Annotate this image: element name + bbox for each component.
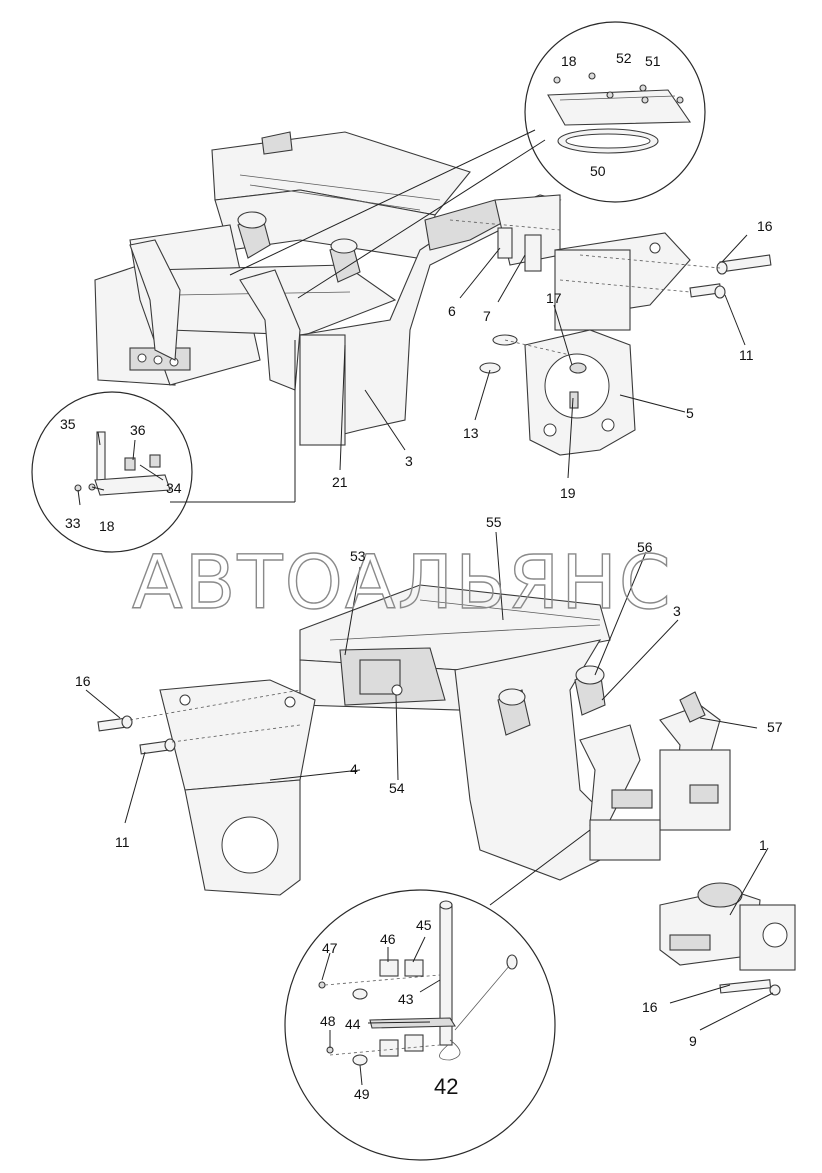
part-label: 55	[486, 514, 502, 530]
part-label: 6	[448, 303, 456, 319]
part-label: 33	[65, 515, 81, 531]
part-label: 18	[561, 53, 577, 69]
part-label: 34	[166, 480, 182, 496]
part-label: 17	[546, 290, 562, 306]
part-label: 21	[332, 474, 348, 490]
part-label: 53	[350, 548, 366, 564]
part-label: 50	[590, 163, 606, 179]
part-label: 19	[560, 485, 576, 501]
part-label: 46	[380, 931, 396, 947]
part-label: 18	[99, 518, 115, 534]
part-label: 5	[686, 405, 694, 421]
part-number-labels: 1 3 3 4 5 6 7 9 11 11 13 16 16 16 17 18 …	[60, 50, 783, 1102]
part-label: 48	[320, 1013, 336, 1029]
lower-frame-assembly	[97, 584, 796, 996]
callout-bracket	[31, 340, 296, 553]
part-label: 54	[389, 780, 405, 796]
part-label: 13	[463, 425, 479, 441]
leader-lines	[77, 234, 774, 1086]
part-label: 16	[642, 999, 658, 1015]
callout-linkage	[284, 829, 591, 1161]
watermark-text: АВТОАЛЬЯНС	[132, 540, 673, 626]
part-label: 36	[130, 422, 146, 438]
part-label: 49	[354, 1086, 370, 1102]
part-label: 52	[616, 50, 632, 66]
callout-cover-plate	[229, 21, 706, 299]
part-label: 45	[416, 917, 432, 933]
part-label: 35	[60, 416, 76, 432]
part-label: 4	[350, 761, 358, 777]
part-label: 11	[115, 834, 130, 850]
part-label: 57	[767, 719, 783, 735]
part-label: 47	[322, 940, 338, 956]
part-label: 3	[673, 603, 681, 619]
part-label: 11	[739, 347, 754, 363]
part-label: 44	[345, 1016, 361, 1032]
part-label: 42	[434, 1074, 458, 1099]
part-label: 16	[75, 673, 91, 689]
part-label: 9	[689, 1033, 697, 1049]
part-label: 3	[405, 453, 413, 469]
upper-frame-assembly	[94, 131, 772, 456]
part-label: 51	[645, 53, 661, 69]
part-label: 7	[483, 308, 491, 324]
part-label: 1	[759, 837, 767, 853]
part-label: 16	[757, 218, 773, 234]
part-label: 43	[398, 991, 414, 1007]
part-label: 56	[637, 539, 653, 555]
